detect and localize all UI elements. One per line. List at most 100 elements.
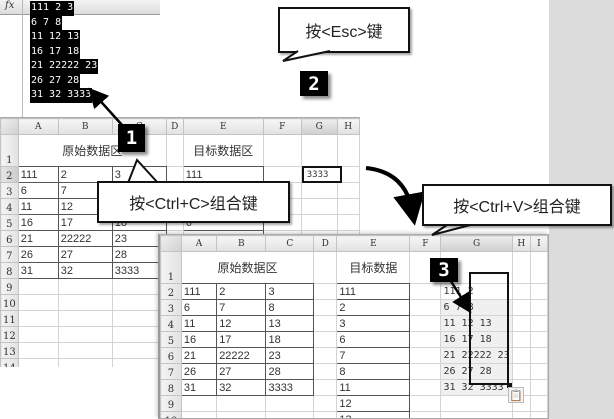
column-header[interactable]: B <box>216 235 267 252</box>
pasted-cell[interactable]: 11 12 13 <box>440 315 513 332</box>
row-header[interactable]: 8 <box>0 262 19 279</box>
cell[interactable] <box>511 331 531 348</box>
column-header[interactable]: F <box>262 118 302 135</box>
cell[interactable] <box>409 283 442 300</box>
row-header[interactable]: 6 <box>160 347 182 364</box>
row-header[interactable]: 11 <box>0 310 19 327</box>
cell[interactable]: 8 <box>336 363 411 380</box>
cell[interactable] <box>529 395 548 412</box>
cell[interactable] <box>336 134 360 167</box>
cell[interactable] <box>265 411 315 418</box>
column-header[interactable]: E <box>182 118 264 135</box>
cell[interactable] <box>511 251 531 284</box>
column-header[interactable]: F <box>409 235 442 252</box>
row-header[interactable]: 2 <box>160 283 182 300</box>
cell[interactable] <box>300 134 338 167</box>
row-header[interactable]: 5 <box>0 214 19 231</box>
row-header[interactable]: 7 <box>0 246 19 263</box>
cell[interactable]: 6 <box>336 331 411 348</box>
pasted-cell[interactable]: 111 2 <box>440 283 513 300</box>
row-header[interactable]: 3 <box>0 182 19 199</box>
cell[interactable] <box>409 347 442 364</box>
cell[interactable] <box>313 411 338 418</box>
cell[interactable] <box>409 395 442 412</box>
cell[interactable]: 32 <box>216 379 267 396</box>
cell[interactable]: 21 <box>17 230 59 247</box>
cell[interactable]: 7 <box>216 299 267 316</box>
cell[interactable]: 7 <box>336 347 411 364</box>
cell[interactable]: 18 <box>265 331 315 348</box>
select-all-corner[interactable] <box>160 235 182 252</box>
cell[interactable]: 11 <box>180 315 218 332</box>
cell[interactable] <box>511 411 531 418</box>
clipboard-icon[interactable]: 📋 <box>508 387 524 403</box>
cell[interactable] <box>300 182 338 199</box>
cell[interactable] <box>57 326 113 343</box>
column-header[interactable]: G <box>440 235 513 252</box>
cell[interactable] <box>313 299 338 316</box>
cell[interactable] <box>409 331 442 348</box>
column-header[interactable]: G <box>300 118 338 135</box>
cell[interactable] <box>300 214 338 231</box>
cell[interactable] <box>529 331 548 348</box>
cell[interactable]: 21 <box>180 347 218 364</box>
pasted-cell[interactable]: 26 27 28 <box>440 363 513 380</box>
cell[interactable] <box>511 315 531 332</box>
cell[interactable]: 6 <box>180 299 218 316</box>
cell[interactable] <box>440 395 513 412</box>
cell[interactable] <box>313 363 338 380</box>
column-header[interactable]: I <box>529 235 548 252</box>
cell[interactable]: 11 <box>336 379 411 396</box>
cell[interactable] <box>336 182 360 199</box>
cell[interactable]: 12 <box>336 395 411 412</box>
cell[interactable] <box>57 294 113 311</box>
cell[interactable] <box>313 395 338 412</box>
column-header[interactable]: H <box>336 118 360 135</box>
cell[interactable] <box>216 395 267 412</box>
cell[interactable] <box>17 294 59 311</box>
cell[interactable]: 11 <box>17 198 59 215</box>
cell[interactable]: 27 <box>57 246 113 263</box>
column-header[interactable]: B <box>57 118 113 135</box>
cell[interactable] <box>529 283 548 300</box>
row-header[interactable]: 9 <box>160 395 182 412</box>
cell[interactable] <box>313 347 338 364</box>
cell[interactable]: 111 <box>336 283 411 300</box>
cell[interactable] <box>409 363 442 380</box>
cell[interactable]: 32 <box>57 262 113 279</box>
cell[interactable]: 111 <box>180 283 218 300</box>
cell[interactable]: 13 <box>265 315 315 332</box>
cell[interactable]: 23 <box>265 347 315 364</box>
cell[interactable] <box>17 278 59 295</box>
cell[interactable] <box>336 198 360 215</box>
cell[interactable] <box>529 347 548 364</box>
cell[interactable] <box>313 251 338 284</box>
cell[interactable] <box>409 379 442 396</box>
cell[interactable]: 6 <box>17 182 59 199</box>
cell[interactable] <box>313 315 338 332</box>
column-header[interactable]: A <box>17 118 59 135</box>
cell[interactable] <box>529 411 548 418</box>
row-header[interactable]: 7 <box>160 363 182 380</box>
cell[interactable] <box>313 379 338 396</box>
pasted-cell[interactable]: 6 7 8 <box>440 299 513 316</box>
row-header[interactable]: 1 <box>160 251 182 284</box>
formula-content[interactable]: 111 2 3 6 7 8 11 12 13 16 17 18 21 22222… <box>30 1 99 103</box>
cell[interactable] <box>529 363 548 380</box>
cell[interactable] <box>57 310 113 327</box>
column-header[interactable]: E <box>336 235 411 252</box>
cell[interactable]: 2 <box>336 299 411 316</box>
column-header[interactable]: A <box>180 235 218 252</box>
row-header[interactable]: 1 <box>0 134 19 167</box>
cell[interactable] <box>180 411 218 418</box>
row-header[interactable]: 5 <box>160 331 182 348</box>
active-cell-value[interactable]: 3333 <box>301 166 342 183</box>
cell[interactable]: 12 <box>216 315 267 332</box>
cell[interactable]: 3 <box>336 315 411 332</box>
cell[interactable]: 26 <box>180 363 218 380</box>
cell[interactable] <box>511 347 531 364</box>
cell[interactable] <box>409 411 442 418</box>
row-header[interactable]: 6 <box>0 230 19 247</box>
cell[interactable] <box>17 310 59 327</box>
cell[interactable]: 13 <box>336 411 411 418</box>
